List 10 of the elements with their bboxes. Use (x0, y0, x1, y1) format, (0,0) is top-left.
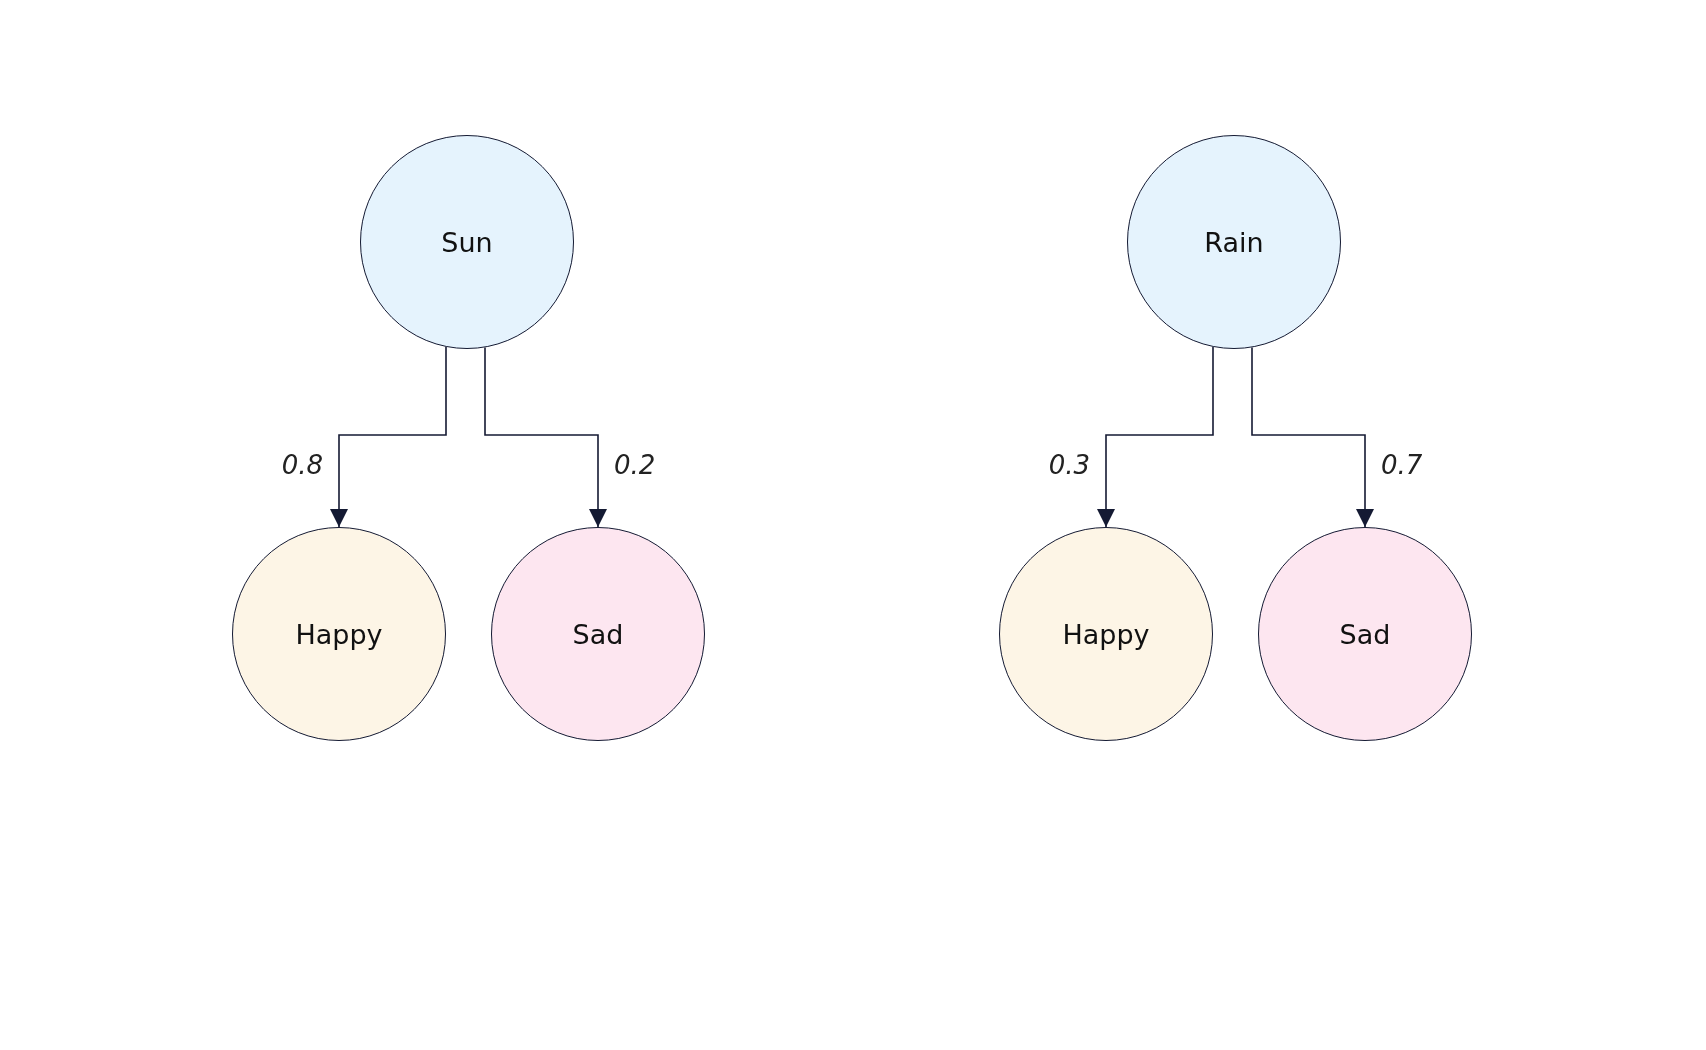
arrow (484, 346, 607, 528)
node-label: Happy (295, 618, 383, 650)
node-label: Sun (441, 226, 493, 258)
arrow (330, 346, 447, 528)
node-label: Rain (1204, 226, 1264, 258)
node-label: Sad (572, 618, 624, 650)
node-label: Happy (1062, 618, 1150, 650)
arrow (1097, 346, 1214, 528)
node-label: Sad (1339, 618, 1391, 650)
arrow (1251, 346, 1374, 528)
